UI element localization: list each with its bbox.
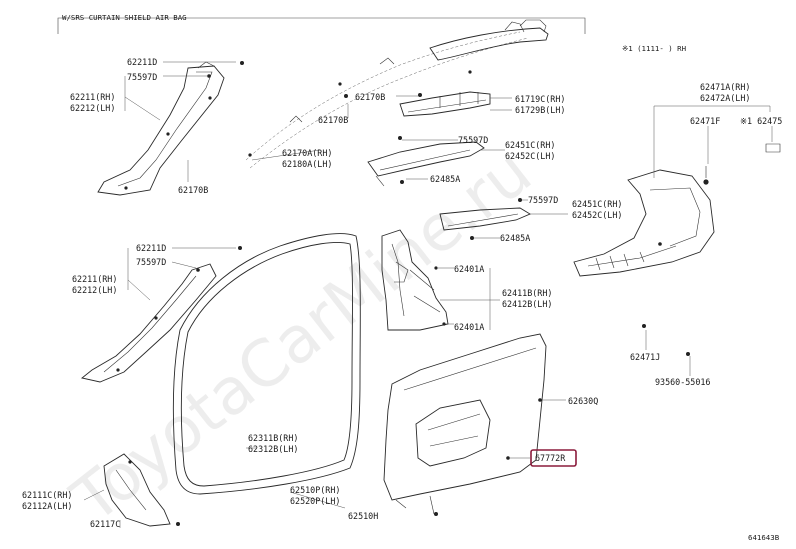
diagram-code: 641643B xyxy=(748,533,780,542)
label-61729b: 61729B(LH) xyxy=(515,105,565,115)
leaders-lower-left xyxy=(127,247,236,301)
label-62112a: 62112A(LH) xyxy=(22,501,72,511)
label-62451c-a: 62451C(RH) xyxy=(505,140,555,150)
label-62485a-a: 62485A xyxy=(430,174,460,184)
leaders-upper-left xyxy=(124,61,236,182)
front-pillar-garnish-upper xyxy=(97,61,244,196)
label-62510p: 62510P(RH) xyxy=(290,485,340,495)
label-62630q: 62630Q xyxy=(568,396,598,406)
door-opening-trim-weatherstrip xyxy=(172,233,361,495)
label-62170b-a: 62170B xyxy=(178,185,208,195)
label-62472a: 62472A(LH) xyxy=(700,93,750,103)
leaders-cowl xyxy=(83,489,121,528)
label-62211d-low: 62211D xyxy=(136,243,166,253)
label-62170a: 62170A(RH) xyxy=(282,148,332,158)
leaders-center-upper xyxy=(402,139,505,180)
label-61719c: 61719C(RH) xyxy=(515,94,565,104)
label-62311b: 62311B(RH) xyxy=(248,433,298,443)
label-62212lh-low: 62212(LH) xyxy=(72,285,117,295)
label-62452c-a: 62452C(LH) xyxy=(505,151,555,161)
center-pillar-garnish-lower xyxy=(381,198,531,331)
roof-side-rail-garnish xyxy=(245,19,549,169)
watermark-text: ToyotaCarMine.ru xyxy=(59,135,546,538)
label-75597d-low: 75597D xyxy=(528,195,558,205)
label-62485a-b: 62485A xyxy=(500,233,530,243)
leaders-center-lower xyxy=(438,199,568,330)
label-62211d-top: 62211D xyxy=(127,57,157,67)
leaders-quarter xyxy=(510,399,566,459)
label-62412b: 62412B(LH) xyxy=(502,299,552,309)
srs-frame: W/SRS CURTAIN SHIELD AIR BAG xyxy=(57,13,586,34)
leaders-rear xyxy=(645,105,773,376)
label-62117c: 62117C xyxy=(90,519,120,529)
label-62211rh-top: 62211(RH) xyxy=(70,92,115,102)
label-62411b: 62411B(RH) xyxy=(502,288,552,298)
label-62451c-b: 62451C(RH) xyxy=(572,199,622,209)
label-62180a: 62180A(LH) xyxy=(282,159,332,169)
roof-side-inner-garnish-rear xyxy=(573,143,781,356)
label-62475: ※1 62475 xyxy=(740,116,782,126)
label-67772r: 67772R xyxy=(535,453,566,463)
label-93560: 93560-55016 xyxy=(655,377,710,387)
label-75597d-mid: 75597D xyxy=(458,135,488,145)
front-pillar-garnish-lower xyxy=(80,246,242,383)
label-62170b-b: 62170B xyxy=(318,115,348,125)
label-62212lh-top: 62212(LH) xyxy=(70,103,115,113)
label-62170b-c: 62170B xyxy=(355,92,385,102)
watermark: ToyotaCarMine.ru xyxy=(59,135,546,538)
label-62401a-b: 62401A xyxy=(454,322,484,332)
label-62401a-a: 62401A xyxy=(454,264,484,274)
label-62111c: 62111C(RH) xyxy=(22,490,72,500)
frame-header: W/SRS CURTAIN SHIELD AIR BAG xyxy=(62,13,187,22)
highlight-67772r xyxy=(530,449,577,467)
label-62510h: 62510H xyxy=(348,511,378,521)
label-75597d-top: 75597D xyxy=(127,72,157,82)
leaders-roof xyxy=(251,95,512,161)
label-62520p: 62520P(LH) xyxy=(290,496,340,506)
label-62471a: 62471A(RH) xyxy=(700,82,750,92)
leaders-weatherstrip xyxy=(246,447,346,509)
label-62471f: 62471F xyxy=(690,116,720,126)
label-62312b: 62312B(LH) xyxy=(248,444,298,454)
quarter-trim-lower xyxy=(383,333,547,516)
label-62471j: 62471J xyxy=(630,352,660,362)
label-62452c-b: 62452C(LH) xyxy=(572,210,622,220)
center-pillar-garnish-upper xyxy=(367,136,485,187)
note-rh: ※1 (1111- ) RH xyxy=(622,44,686,53)
cowl-side-trim xyxy=(103,453,180,527)
label-62211rh-low: 62211(RH) xyxy=(72,274,117,284)
label-75597d-left: 75597D xyxy=(136,257,166,267)
